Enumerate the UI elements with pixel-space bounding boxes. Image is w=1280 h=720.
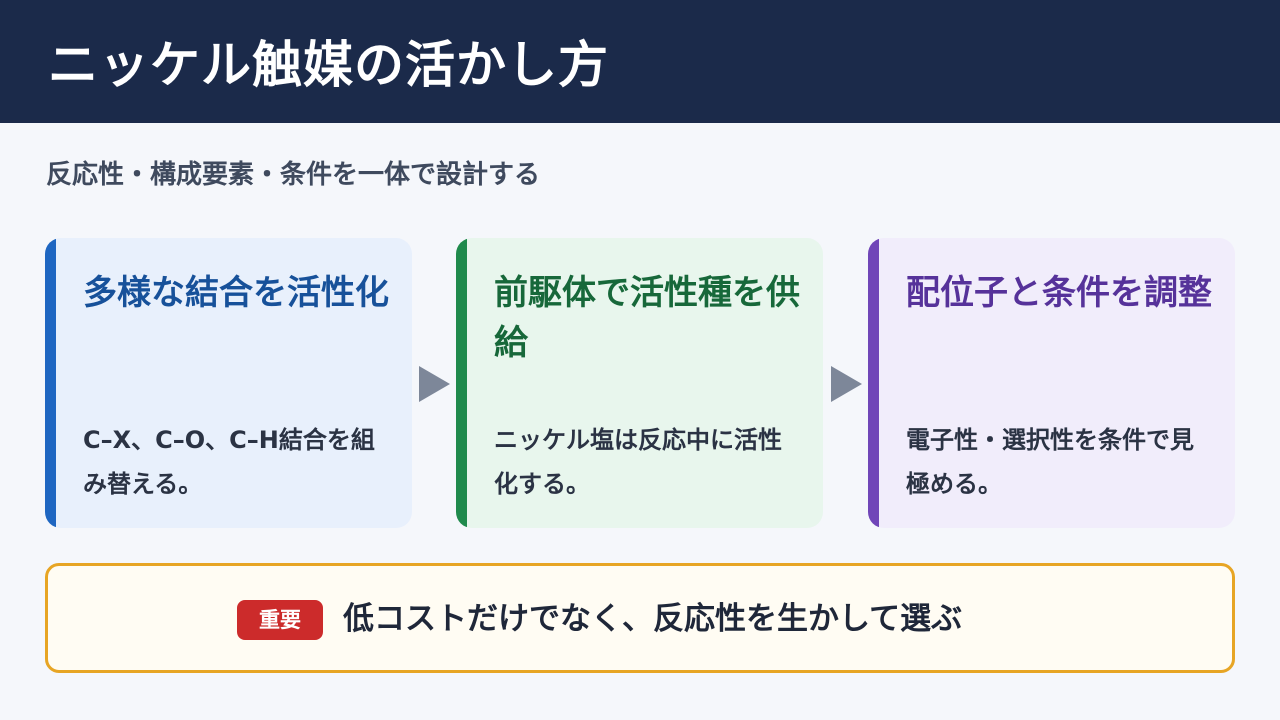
right-triangle-icon [831,366,862,402]
step-card-ligand-conditions: 配位子と条件を調整 電子性・選択性を条件で見極める。 [868,238,1235,528]
card-body: 電子性・選択性を条件で見極める。 [906,426,1194,498]
card-title: 前駆体で活性種を供給 [494,273,800,363]
right-triangle-icon [419,366,450,402]
card-body: C–X、C–O、C–H結合を組み替える。 [83,426,375,498]
page-subtitle: 反応性・構成要素・条件を一体で設計する [46,160,541,190]
step-card-activate-bonds: 多様な結合を活性化 C–X、C–O、C–H結合を組み替える。 [45,238,412,528]
card-body: ニッケル塩は反応中に活性化する。 [494,426,782,498]
page-title: ニッケル触媒の活かし方 [48,36,609,94]
card-accent-bar [456,238,467,528]
card-title: 配位子と条件を調整 [906,273,1212,313]
step-card-precursor: 前駆体で活性種を供給 ニッケル塩は反応中に活性化する。 [456,238,823,528]
important-badge: 重要 [237,600,323,640]
card-accent-bar [868,238,879,528]
header-bar: ニッケル触媒の活かし方 [0,0,1280,123]
key-point-callout: 重要 低コストだけでなく、反応性を生かして選ぶ [45,563,1235,673]
callout-text: 低コストだけでなく、反応性を生かして選ぶ [343,601,963,637]
card-title: 多様な結合を活性化 [83,273,389,313]
card-accent-bar [45,238,56,528]
